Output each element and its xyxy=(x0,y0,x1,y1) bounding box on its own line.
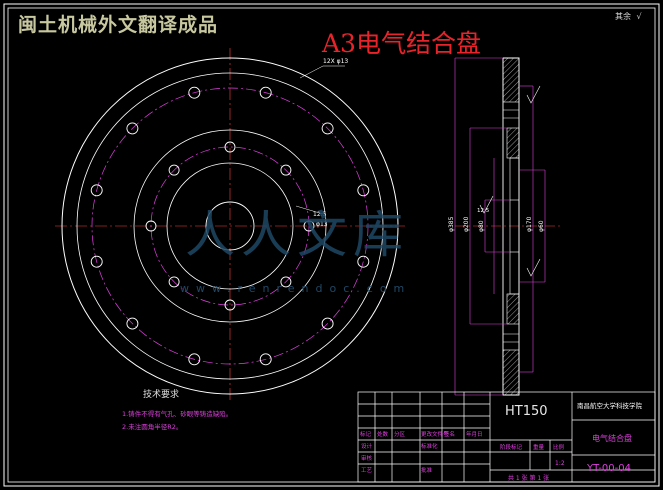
middle-circle xyxy=(133,129,327,323)
hatch-top xyxy=(502,57,520,103)
hub-circle xyxy=(166,162,294,290)
outer-holes xyxy=(90,86,370,366)
corner-note-label: 其余 xyxy=(615,12,631,21)
outer-bolt-hole-7 xyxy=(90,184,103,197)
inner-bolt-hole-3 xyxy=(224,299,236,311)
tech-note-2: 2.未注圆角半径R2。 xyxy=(122,423,183,431)
school-name: 南昌航空大学科技学院 xyxy=(577,402,642,410)
meta-stage: 阶段标记 xyxy=(500,445,523,451)
role-standard: 标准化 xyxy=(421,444,438,450)
part-name: 电气结合盘 xyxy=(592,434,632,443)
meta-scale: 比例 xyxy=(553,445,565,451)
inner-bolt-hole-7 xyxy=(224,141,236,153)
inner-bolt-hole-1 xyxy=(303,220,315,232)
outer-bolt-hole-2 xyxy=(321,317,334,330)
outer-bolt-hole-10 xyxy=(259,86,272,99)
outer-bolt-hole-6 xyxy=(90,255,103,268)
inner-bolt-hole-2 xyxy=(280,276,292,288)
side-roughness-text: 12.5 xyxy=(477,208,490,214)
outer-step-circle xyxy=(76,72,384,380)
outer-bolt-hole-1 xyxy=(357,255,370,268)
watermark-url: www.renrendoc.com xyxy=(180,282,412,295)
role-approve: 批准 xyxy=(421,468,433,474)
disc-outline xyxy=(502,57,520,396)
tech-note-1: 1.铸件不得有气孔、砂眼等铸造缺陷。 xyxy=(122,410,233,418)
hatch-mid-lower xyxy=(506,293,520,325)
hub-section xyxy=(509,157,520,295)
drawing-number: YT-00-04 xyxy=(587,463,631,474)
side-dim-200: φ200 xyxy=(463,216,470,232)
outer-bolt-hole-9 xyxy=(188,86,201,99)
inner-holes xyxy=(145,141,315,311)
hatch-bottom xyxy=(502,349,520,396)
banner-title: 闽土机械外文翻译成品 xyxy=(18,14,219,36)
side-dim-170: φ170 xyxy=(526,216,533,232)
outer-frame xyxy=(3,3,660,487)
outer-bolt-hole-12 xyxy=(357,184,370,197)
title-block-grid xyxy=(357,391,656,483)
role-design: 设计 xyxy=(361,444,373,450)
watermark-logo-text: 人人文库 xyxy=(185,206,409,264)
side-dim-385: φ385 xyxy=(448,216,455,232)
side-dim-80: φ80 xyxy=(478,220,485,232)
outer-bolt-hole-5 xyxy=(126,317,139,330)
inner-bolt-hole-6 xyxy=(168,164,180,176)
header-change: 更改文件号 xyxy=(421,432,449,438)
side-dim-60: φ60 xyxy=(538,220,545,232)
outer-bolt-hole-3 xyxy=(259,353,272,366)
diameter-dims xyxy=(454,57,546,396)
side-section-view xyxy=(454,57,560,396)
header-mark: 标记 xyxy=(360,432,372,438)
outer-rim-circle xyxy=(61,57,399,395)
header-count: 处数 xyxy=(377,432,389,438)
inner-bolt-hole-4 xyxy=(168,276,180,288)
bore-circle xyxy=(205,201,255,251)
inner-bolt-hole-8 xyxy=(280,164,292,176)
hole-leader-line xyxy=(299,65,324,79)
inner-frame xyxy=(7,7,656,483)
role-review: 审核 xyxy=(361,456,373,462)
inner-bolt-circle xyxy=(150,146,310,306)
scale-value: 1:2 xyxy=(555,460,565,467)
header-date: 年月日 xyxy=(466,432,483,438)
meta-weight: 重量 xyxy=(533,445,545,451)
outer-bolt-hole-4 xyxy=(188,353,201,366)
header-zone: 分区 xyxy=(394,432,406,438)
role-process: 工艺 xyxy=(361,468,373,474)
roughness-corner-note: 其余 √ xyxy=(615,11,642,22)
tech-notes-title: 技术要求 xyxy=(143,390,180,400)
outer-bolt-hole-8 xyxy=(126,122,139,135)
inner-leader-line xyxy=(295,205,324,215)
roughness-check-icon: √ xyxy=(636,12,642,21)
front-view xyxy=(55,48,405,400)
inner-bolt-hole-5 xyxy=(145,220,157,232)
material-label: HT150 xyxy=(505,404,548,419)
drawing-title: A3电气结合盘 xyxy=(322,29,481,58)
header-sign: 签名 xyxy=(444,432,456,438)
front-dim-roughness: 12.5 xyxy=(313,211,327,218)
outer-bolt-hole-11 xyxy=(321,122,334,135)
sheet-count: 共 1 张 第 1 张 xyxy=(508,475,550,482)
hole-callout-text: 12X φ13 xyxy=(323,58,348,65)
hatch-mid-upper xyxy=(506,127,520,159)
front-dim-hole: φ13 xyxy=(316,221,328,228)
roughness-marks xyxy=(479,85,541,277)
outer-bolt-circle xyxy=(91,87,369,365)
